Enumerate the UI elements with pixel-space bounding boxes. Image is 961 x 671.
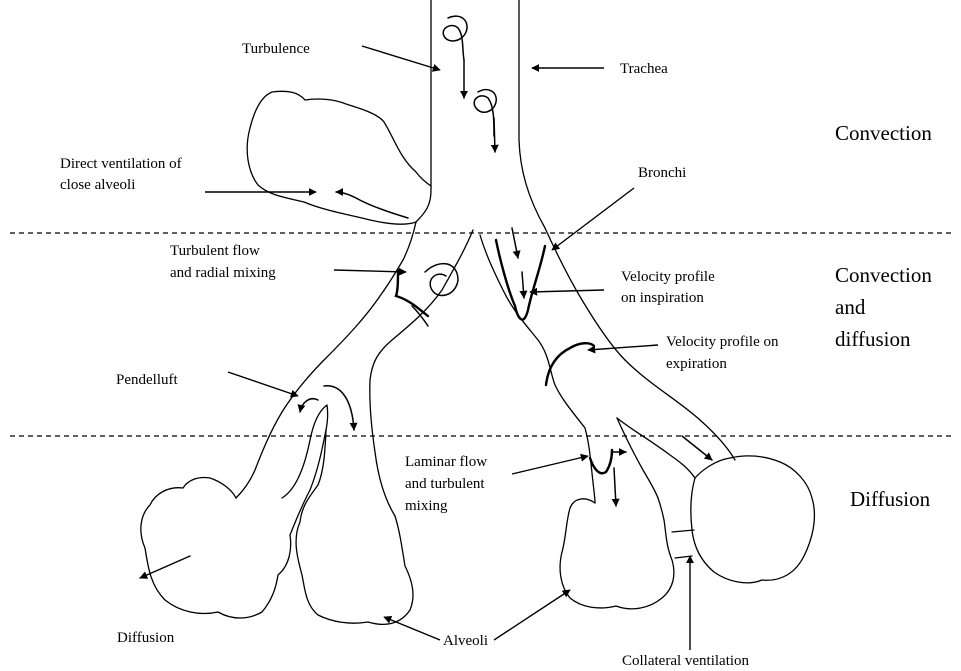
inspiration-velocity-profile: [496, 240, 545, 320]
bronchi-pointer: [552, 188, 634, 250]
trachea-left-wall: [416, 0, 431, 222]
inspiration-pointer: [530, 290, 604, 292]
turbulent-mixing-swirl: [396, 270, 428, 316]
left-bronchus-outer: [236, 222, 416, 498]
label-velocity-expiration-line1: Velocity profile on: [666, 334, 779, 350]
label-laminar-flow-line1: Laminar flow: [405, 454, 487, 470]
right-branch-wall-b: [617, 418, 658, 498]
zone-label-convection-diffusion-line1: Convection: [835, 263, 932, 287]
turbulence-pointer: [362, 46, 440, 70]
alveoli-pointer-left: [384, 617, 440, 640]
alveoli-pointer-right: [494, 590, 570, 640]
lower-right-alveolus-1: [560, 498, 674, 609]
label-turbulent-flow-line1: Turbulent flow: [170, 243, 260, 259]
pendelluft-flow-left: [300, 399, 318, 412]
right-branch-wall-c: [617, 418, 695, 478]
pendelluft-flow-right: [324, 386, 354, 430]
pendelluft-pointer: [228, 372, 298, 396]
laminar-arrow-down: [614, 468, 616, 506]
lower-left-alveolus-2: [296, 430, 413, 624]
label-diffusion: Diffusion: [117, 630, 175, 646]
zone-label-convection-diffusion-line2: and: [835, 295, 866, 319]
right-branch-wall-a: [625, 360, 735, 460]
label-bronchi: Bronchi: [638, 165, 686, 181]
turbulent-flow-pointer: [334, 270, 406, 272]
turbulence-swirl-2: [474, 90, 496, 136]
label-trachea: Trachea: [620, 61, 668, 77]
label-pendelluft: Pendelluft: [116, 372, 178, 388]
label-direct-ventilation-line2: close alveoli: [60, 177, 135, 193]
label-velocity-expiration-line2: expiration: [666, 356, 727, 372]
zone-label-convection: Convection: [835, 121, 932, 145]
label-laminar-flow-line3: mixing: [405, 498, 448, 514]
collateral-link-top: [672, 530, 694, 532]
collateral-arrow: [682, 436, 712, 460]
zone-label-diffusion: Diffusion: [850, 487, 931, 511]
expiration-pointer: [588, 345, 658, 350]
label-velocity-inspiration-line2: on inspiration: [621, 290, 704, 306]
laminar-profile: [590, 450, 612, 473]
turbulence-swirl-1: [443, 16, 467, 60]
label-alveoli: Alveoli: [443, 633, 488, 649]
upper-left-alveolus: [247, 91, 431, 224]
trachea-right-wall: [519, 0, 625, 360]
lower-left-alveolus-1: [141, 405, 328, 618]
label-laminar-flow-line2: and turbulent: [405, 476, 485, 492]
inspiration-arrow-2: [522, 272, 524, 298]
label-turbulent-flow-line2: and radial mixing: [170, 265, 276, 281]
lower-right-alveolus-2: [691, 456, 815, 583]
label-turbulence: Turbulence: [242, 41, 310, 57]
label-direct-ventilation-line1: Direct ventilation of: [60, 156, 182, 172]
laminar-flow-pointer: [512, 456, 588, 474]
turbulence-arrow-down-2: [494, 118, 495, 152]
label-velocity-inspiration-line1: Velocity profile: [621, 269, 715, 285]
label-collateral-ventilation: Collateral ventilation: [622, 653, 750, 669]
zone-label-convection-diffusion-line3: diffusion: [835, 327, 911, 351]
